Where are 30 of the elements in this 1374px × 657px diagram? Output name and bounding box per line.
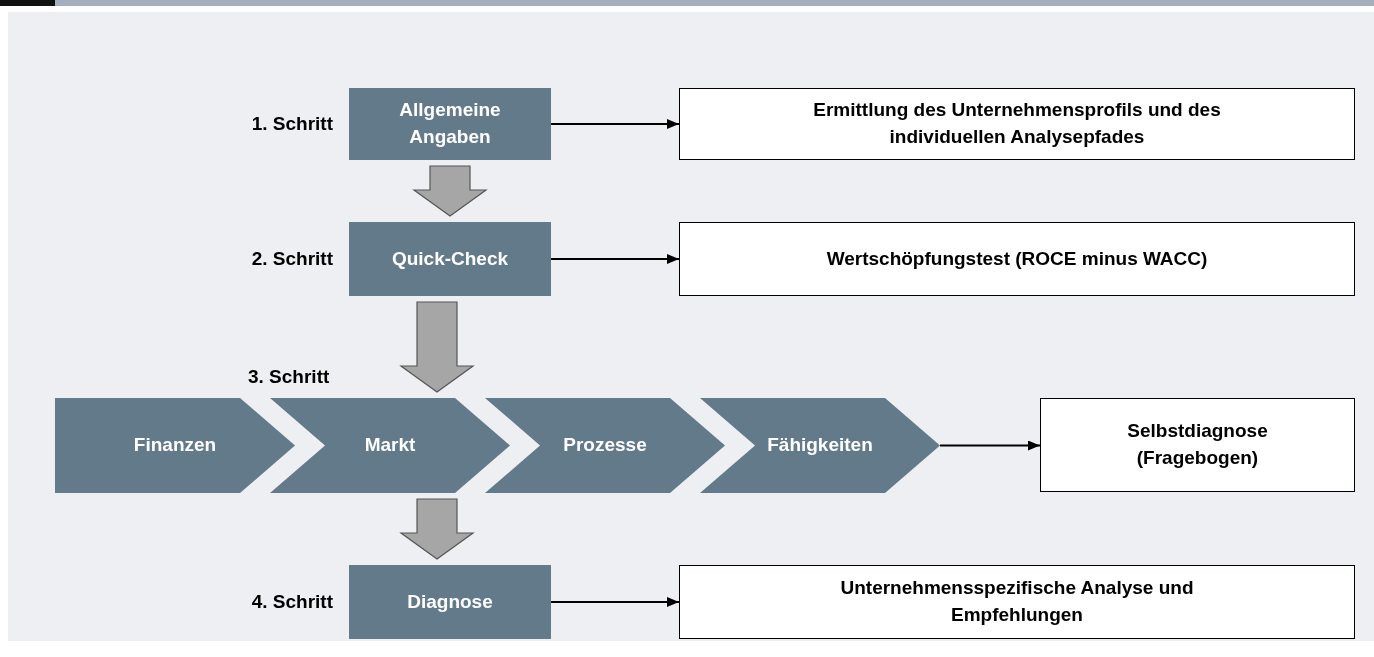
node-label: Diagnose [406,589,494,614]
node-label: Selbstdiagnose (Fragebogen) [1126,419,1269,470]
result-box [679,222,1355,296]
step-label: 2. Schritt [251,246,333,271]
result-box [679,88,1355,160]
node-label: Allgemeine Angaben [398,98,502,149]
node-label: Quick-Check [390,246,510,271]
node-label: Wertschöpfungstest (ROCE minus WACC) [825,246,1209,271]
chevron-step [485,398,725,493]
arrow [550,254,680,264]
arrow [939,440,1041,451]
step-label: 3. Schritt [248,366,330,388]
block-arrow [399,301,475,393]
node-label: Markt [363,433,417,458]
block-arrow [412,165,488,217]
node-label: Unternehmensspezifische Analyse und Empfehlungen [839,576,1195,627]
result-box [1040,398,1355,492]
chevron-step [270,398,510,493]
arrow [550,119,680,129]
block-arrow [399,498,475,560]
result-box [679,565,1355,639]
step-label: 4. Schritt [251,589,333,614]
node-label: Fähigkeiten [766,433,874,458]
chevron-step [700,398,940,493]
chevron-step [55,398,295,493]
node-label: Ermittlung des Unternehmensprofils und des individuellen Analysepfades [812,98,1222,149]
arrow [550,597,680,607]
node-label: Prozesse [562,433,648,458]
step-label: 1. Schritt [251,111,333,136]
node-label: Finanzen [132,433,218,458]
